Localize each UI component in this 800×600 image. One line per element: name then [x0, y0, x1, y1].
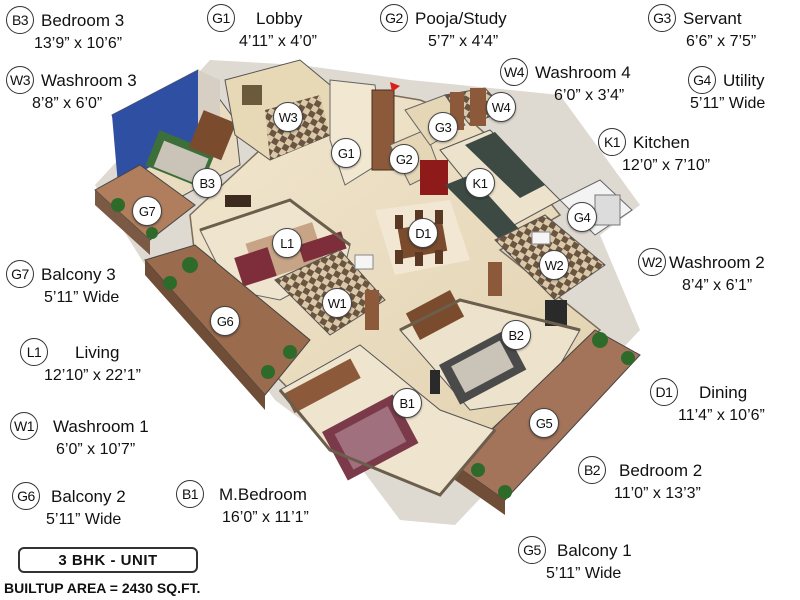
- room-name: Servant: [683, 8, 742, 28]
- room-size: 5’11” Wide: [44, 289, 120, 306]
- room-name: Utility: [723, 70, 765, 90]
- legend-badge: W3: [6, 66, 34, 94]
- legend-d1: D1 Dining 11’4” x 10’6”: [650, 378, 765, 424]
- legend-w1: W1 Washroom 1 6’0” x 10’7”: [10, 412, 149, 458]
- map-badge-w1: W1: [322, 288, 352, 318]
- room-name: Pooja/Study: [415, 8, 507, 28]
- room-size: 5’7” x 4’4”: [428, 33, 499, 50]
- legend-l1: L1 Living 12’10” x 22’1”: [20, 338, 141, 384]
- room-name: Balcony 1: [557, 540, 632, 560]
- outer-walls: [199, 198, 581, 497]
- legend-w3: W3 Washroom 3 8’8” x 6’0”: [6, 66, 137, 112]
- room-name: Washroom 3: [41, 70, 137, 90]
- legend-badge: G3: [648, 4, 676, 32]
- legend-g7: G7 Balcony 3 5’11” Wide: [6, 260, 119, 306]
- legend-badge: W2: [638, 248, 666, 276]
- map-badge-g7: G7: [132, 196, 162, 226]
- room-name: Washroom 1: [53, 416, 149, 436]
- map-badge-k1: K1: [465, 168, 495, 198]
- utility-area: [559, 179, 633, 236]
- room-name: M.Bedroom: [219, 484, 307, 504]
- map-badge-b2: B2: [501, 320, 531, 350]
- legend-badge: B1: [176, 480, 204, 508]
- room-name: Washroom 4: [535, 62, 631, 82]
- legend-badge: G1: [207, 4, 235, 32]
- legend-k1: K1 Kitchen 12’0” x 7’10”: [598, 128, 710, 174]
- map-badge-l1: L1: [272, 228, 302, 258]
- room-size: 11’4” x 10’6”: [678, 407, 765, 424]
- map-badge-g4: G4: [567, 202, 597, 232]
- legend-badge: G7: [6, 260, 34, 288]
- legend-badge: D1: [650, 378, 678, 406]
- room-name: Balcony 3: [41, 264, 116, 284]
- legend-g6: G6 Balcony 2 5’11” Wide: [12, 482, 126, 528]
- map-badge-d1: D1: [408, 218, 438, 248]
- legend-g2: G2 Pooja/Study 5’7” x 4’4”: [380, 4, 507, 50]
- map-badge-g1: G1: [331, 138, 361, 168]
- room-size: 5’11” Wide: [46, 511, 122, 528]
- legend-badge: G5: [518, 536, 546, 564]
- legend-badge: G4: [688, 66, 716, 94]
- room-size: 8’8” x 6’0”: [32, 95, 103, 112]
- room-size: 5’11” Wide: [690, 95, 766, 112]
- legend-g3: G3 Servant 6’6” x 7’5”: [648, 4, 756, 50]
- legend-badge: W1: [10, 412, 38, 440]
- legend-badge: B2: [578, 456, 606, 484]
- map-badge-b1: B1: [392, 388, 422, 418]
- room-size: 16’0” x 11’1”: [222, 509, 309, 526]
- room-name: Balcony 2: [51, 486, 126, 506]
- room-size: 6’0” x 10’7”: [56, 441, 136, 458]
- map-badge-w4: W4: [486, 92, 516, 122]
- room-size: 4’11” x 4’0”: [239, 33, 317, 50]
- legend-badge: G2: [380, 4, 408, 32]
- lobby-area: [329, 79, 400, 186]
- map-badge-g6: G6: [210, 306, 240, 336]
- map-badge-w2: W2: [539, 250, 569, 280]
- room-size: 6’0” x 3’4”: [554, 87, 625, 104]
- room-name: Washroom 2: [669, 252, 765, 272]
- room-size: 12’0” x 7’10”: [622, 157, 711, 174]
- legend-badge: W4: [500, 58, 528, 86]
- room-size: 13’9” x 10’6”: [34, 35, 123, 52]
- builtup-area: BUILTUP AREA = 2430 SQ.FT.: [4, 580, 201, 596]
- room-name: Dining: [699, 382, 748, 402]
- room-name: Kitchen: [633, 132, 690, 152]
- room-size: 8’4” x 6’1”: [682, 277, 753, 294]
- unit-title: 3 BHK - UNIT: [58, 551, 158, 569]
- legend-badge: B3: [6, 6, 34, 34]
- legend-b1: B1 M.Bedroom 16’0” x 11’1”: [176, 480, 309, 526]
- room-name: Bedroom 2: [619, 460, 703, 480]
- map-badge-g3: G3: [428, 112, 458, 142]
- map-badge-g5: G5: [529, 408, 559, 438]
- map-badge-g2: G2: [389, 144, 419, 174]
- bedroom-2-area: [399, 290, 581, 411]
- legend-g5: G5 Balcony 1 5’11” Wide: [518, 536, 632, 582]
- legend-w4: W4 Washroom 4 6’0” x 3’4”: [500, 58, 631, 104]
- legend-g1: G1 Lobby 4’11” x 4’0”: [207, 4, 317, 50]
- legend-b3: B3 Bedroom 3 13’9” x 10’6”: [6, 6, 124, 52]
- kitchen-area: [439, 129, 561, 240]
- map-badge-w3: W3: [273, 102, 303, 132]
- legend-badge: G6: [12, 482, 40, 510]
- legend-badge: K1: [598, 128, 626, 156]
- room-name: Bedroom 3: [41, 10, 125, 30]
- map-badge-b3: B3: [192, 168, 222, 198]
- master-bedroom-area: [279, 344, 496, 496]
- room-size: 11’0” x 13’3”: [614, 485, 701, 502]
- legend-g4: G4 Utility 5’11” Wide: [688, 66, 765, 112]
- room-size: 5’11” Wide: [546, 565, 622, 582]
- room-size: 12’10” x 22’1”: [44, 367, 141, 384]
- room-size: 6’6” x 7’5”: [686, 33, 757, 50]
- legend-b2: B2 Bedroom 2 11’0” x 13’3”: [578, 456, 702, 502]
- unit-title-box: 3 BHK - UNIT: [18, 547, 198, 573]
- legend-badge: L1: [20, 338, 48, 366]
- room-name: Lobby: [256, 8, 303, 28]
- room-name: Living: [75, 342, 120, 362]
